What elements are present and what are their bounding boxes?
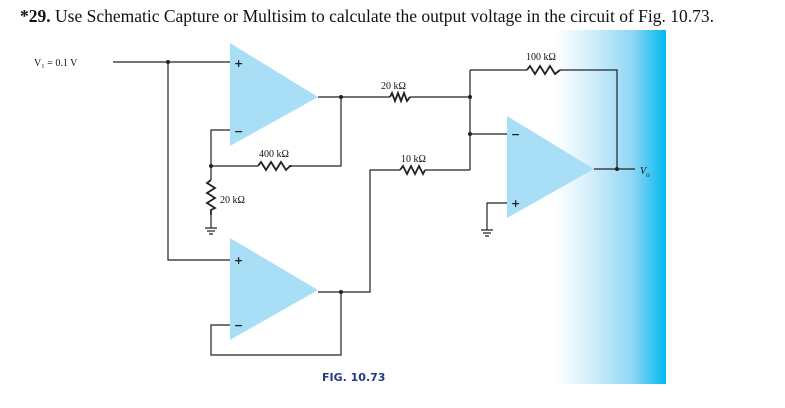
opamp-1 [230,43,318,146]
ground-icon [205,227,217,235]
opamp3-plus: + [511,197,520,210]
opamp2-minus: − [234,319,243,332]
r400k-label: 400 kΩ [259,149,289,160]
ground-icon [481,229,493,237]
resistor-20k-ground [205,179,217,215]
output-label: Vo [640,166,650,179]
input-voltage-label: V₁ = 0.1 V [34,58,78,69]
opamp-2 [230,238,318,340]
problem-statement: *29. Use Schematic Capture or Multisim t… [20,6,714,27]
opamp3-minus: − [511,128,520,141]
figure-caption: FIG. 10.73 [322,371,385,384]
problem-number: *29. [20,6,51,26]
opamp2-plus: + [234,254,243,267]
junction-dots [166,60,619,294]
r20k-ground-label: 20 kΩ [220,195,245,206]
r100k-label: 100 kΩ [526,52,556,63]
decorative-blue-band [555,30,666,384]
opamp1-plus: + [234,57,243,70]
resistor-20k-series [389,90,411,104]
resistor-100k [526,64,561,76]
opamp1-minus: − [234,125,243,138]
problem-text: Use Schematic Capture or Multisim to cal… [55,6,715,26]
r10k-label: 10 kΩ [401,154,426,165]
resistor-10k [399,163,426,177]
wires [113,61,635,356]
r20k-series-label: 20 kΩ [381,81,406,92]
opamp-3 [507,116,594,218]
resistor-400k [257,160,292,172]
